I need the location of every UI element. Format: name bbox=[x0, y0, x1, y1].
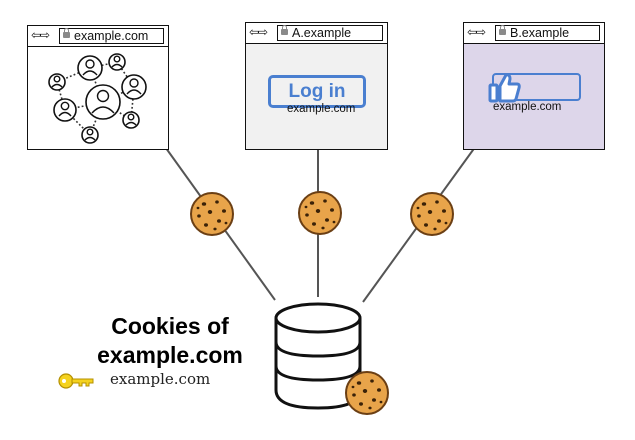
lock-icon bbox=[63, 28, 70, 38]
url-field[interactable]: B.example bbox=[495, 25, 600, 41]
nav-arrows-icon[interactable]: ⇦⇨ bbox=[249, 25, 268, 39]
title-line-2: example.com bbox=[97, 342, 243, 368]
database-icon bbox=[274, 302, 362, 410]
nav-arrows-icon[interactable]: ⇦⇨ bbox=[31, 28, 50, 42]
url-text: A.example bbox=[292, 26, 352, 40]
browser-window-example-com: ⇦⇨ example.com bbox=[27, 25, 169, 150]
address-bar: ⇦⇨ A.example bbox=[246, 23, 387, 44]
browser-window-b-example: ⇦⇨ B.example bbox=[463, 22, 605, 150]
url-text: B.example bbox=[510, 26, 570, 40]
title-line-1: Cookies of bbox=[111, 313, 229, 339]
cookie-icon bbox=[345, 371, 389, 415]
key-icon bbox=[58, 373, 94, 389]
cookie-icon bbox=[298, 191, 342, 235]
nav-arrows-icon[interactable]: ⇦⇨ bbox=[467, 25, 486, 39]
social-network-icon bbox=[48, 53, 147, 144]
lock-icon bbox=[281, 25, 288, 35]
cookie-icon bbox=[190, 192, 234, 236]
login-button[interactable]: Log in bbox=[268, 75, 366, 108]
lock-icon bbox=[499, 25, 506, 35]
address-bar: ⇦⇨ B.example bbox=[464, 23, 604, 44]
address-bar: ⇦⇨ example.com bbox=[28, 26, 168, 47]
site-label-a: example.com bbox=[287, 103, 356, 115]
thumbs-up-icon[interactable] bbox=[488, 72, 522, 104]
site-label-b: example.com bbox=[493, 101, 562, 113]
cookie-icon bbox=[410, 192, 454, 236]
key-label: example.com bbox=[110, 370, 211, 388]
url-text: example.com bbox=[74, 29, 149, 43]
url-field[interactable]: A.example bbox=[277, 25, 383, 41]
url-field[interactable]: example.com bbox=[59, 28, 164, 44]
page-title: Cookies of example.com bbox=[85, 312, 255, 370]
